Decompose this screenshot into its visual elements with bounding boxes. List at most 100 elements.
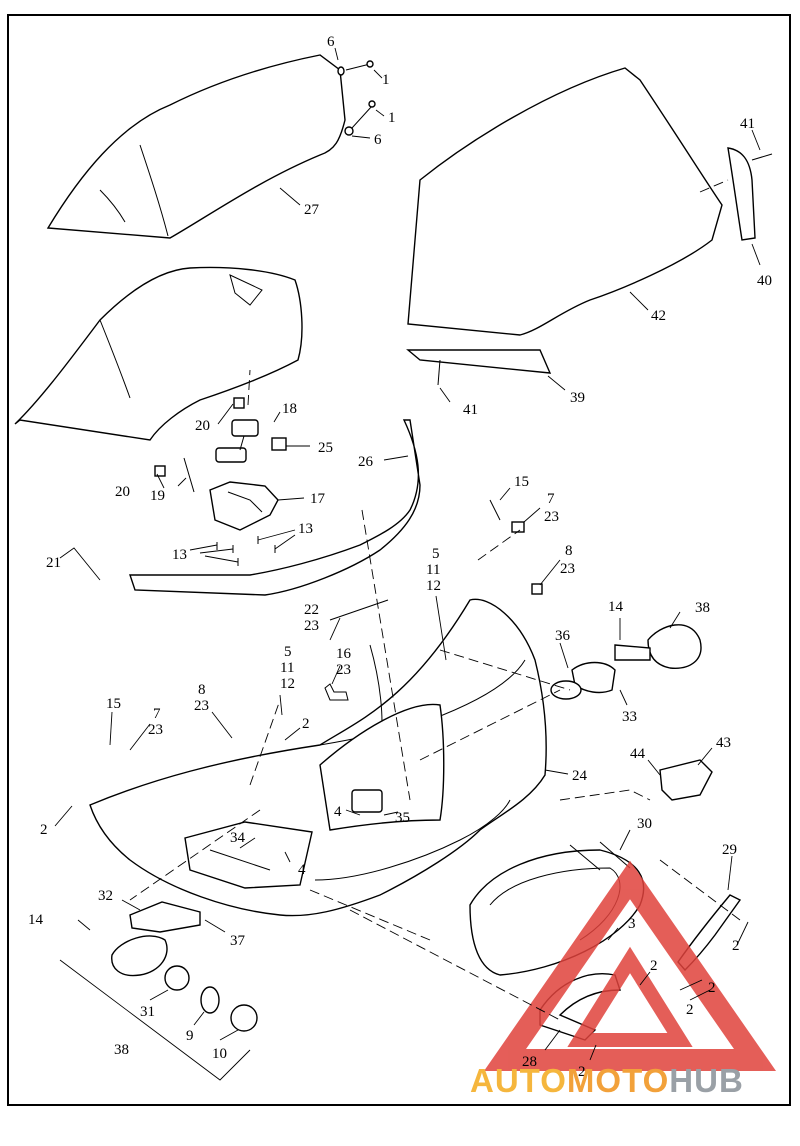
label-1b: 1 (388, 110, 396, 126)
label-38a: 38 (695, 600, 710, 616)
motor-17 (209, 481, 279, 531)
lead-lines (54, 47, 761, 1081)
turn-signal-38b (111, 935, 168, 977)
label-31: 31 (140, 1004, 155, 1020)
label-33: 33 (622, 709, 637, 725)
label-25: 25 (318, 440, 333, 456)
label-11a: 11 (426, 562, 440, 578)
nut-8a (531, 583, 543, 595)
screw-15a (489, 499, 501, 521)
label-2d: 2 (650, 958, 658, 974)
label-42: 42 (651, 308, 666, 324)
label-35: 35 (395, 810, 410, 826)
label-2g: 2 (578, 1064, 586, 1080)
label-28: 28 (522, 1054, 537, 1070)
label-19: 19 (150, 488, 165, 504)
watermark-text: AUTOMOTOHUB (470, 1062, 800, 1106)
label-6b: 6 (374, 132, 382, 148)
bulb-9 (200, 986, 220, 1014)
strip-22 (329, 599, 389, 621)
label-12a: 12 (426, 578, 441, 594)
label-14a: 14 (608, 599, 624, 615)
label-16: 16 (336, 646, 352, 662)
bracket-43 (659, 759, 713, 801)
fairing-cap-21 (14, 266, 303, 441)
inner-panel-35 (319, 703, 445, 831)
label-1a: 1 (382, 72, 390, 88)
label-7a: 7 (547, 491, 555, 507)
label-8a: 8 (565, 543, 573, 559)
label-9: 9 (186, 1028, 194, 1044)
label-2e: 2 (708, 980, 716, 996)
label-12b: 12 (280, 676, 295, 692)
turn-signal-38a (614, 624, 702, 669)
label-2c: 2 (732, 938, 740, 954)
label-5b: 5 (284, 644, 292, 660)
lens-10 (230, 1004, 258, 1032)
label-21: 21 (46, 555, 61, 571)
label-18: 18 (282, 401, 297, 417)
label-2b: 2 (40, 822, 48, 838)
label-6a: 6 (327, 34, 335, 50)
label-17: 17 (310, 491, 326, 507)
label-40: 40 (757, 273, 772, 289)
label-15a: 15 (514, 474, 529, 490)
label-4b: 4 (298, 862, 306, 878)
gasket-36 (550, 680, 582, 700)
label-10: 10 (212, 1046, 227, 1062)
bracket-32 (129, 901, 201, 933)
mount-bracket-18 (215, 419, 259, 463)
label-8b: 8 (198, 682, 206, 698)
trim-26 (129, 419, 421, 596)
label-38b: 38 (114, 1042, 129, 1058)
label-34: 34 (230, 830, 246, 846)
watermark-auto: AUTO (470, 1062, 567, 1099)
deflector-40 (727, 147, 773, 241)
lamp-base-33 (571, 661, 616, 694)
label-11b: 11 (280, 660, 294, 676)
windshield-small-27 (46, 54, 346, 239)
label-13a: 13 (298, 521, 313, 537)
watermark-logo (483, 860, 777, 1071)
label-20b: 20 (115, 484, 130, 500)
label-5a: 5 (432, 546, 440, 562)
label-23a: 23 (544, 509, 559, 525)
outer-fairing-24 (89, 598, 547, 917)
label-41a: 41 (740, 116, 755, 132)
clip-25 (271, 437, 287, 451)
label-7b: 7 (153, 706, 161, 722)
label-23d: 23 (336, 662, 351, 678)
label-2a: 2 (302, 716, 310, 732)
label-23e: 23 (194, 698, 209, 714)
label-15b: 15 (106, 696, 121, 712)
label-27: 27 (304, 202, 320, 218)
socket-31 (164, 965, 190, 991)
screws-13 (216, 536, 276, 566)
windshield-large-42 (407, 67, 723, 336)
label-36: 36 (555, 628, 571, 644)
label-43: 43 (716, 735, 731, 751)
label-14b: 14 (28, 912, 44, 928)
label-23b: 23 (560, 561, 575, 577)
label-30: 30 (637, 816, 652, 832)
label-13b: 13 (172, 547, 187, 563)
label-37: 37 (230, 933, 246, 949)
label-24: 24 (572, 768, 588, 784)
bracket-16 (324, 683, 349, 701)
label-41b: 41 (463, 402, 478, 418)
label-20a: 20 (195, 418, 210, 434)
screw-1a (337, 60, 374, 76)
bracket-34 (184, 821, 313, 889)
diagram-frame (7, 14, 791, 1106)
watermark-hub: HUB (669, 1062, 744, 1099)
label-32: 32 (98, 888, 113, 904)
label-22: 22 (304, 602, 319, 618)
label-23c: 23 (304, 618, 319, 634)
label-2f: 2 (686, 1002, 694, 1018)
label-29: 29 (722, 842, 737, 858)
trim-strip-39 (406, 349, 552, 386)
screw-1b (344, 100, 376, 136)
label-4a: 4 (334, 804, 342, 820)
watermark-moto: MOTO (566, 1062, 670, 1099)
